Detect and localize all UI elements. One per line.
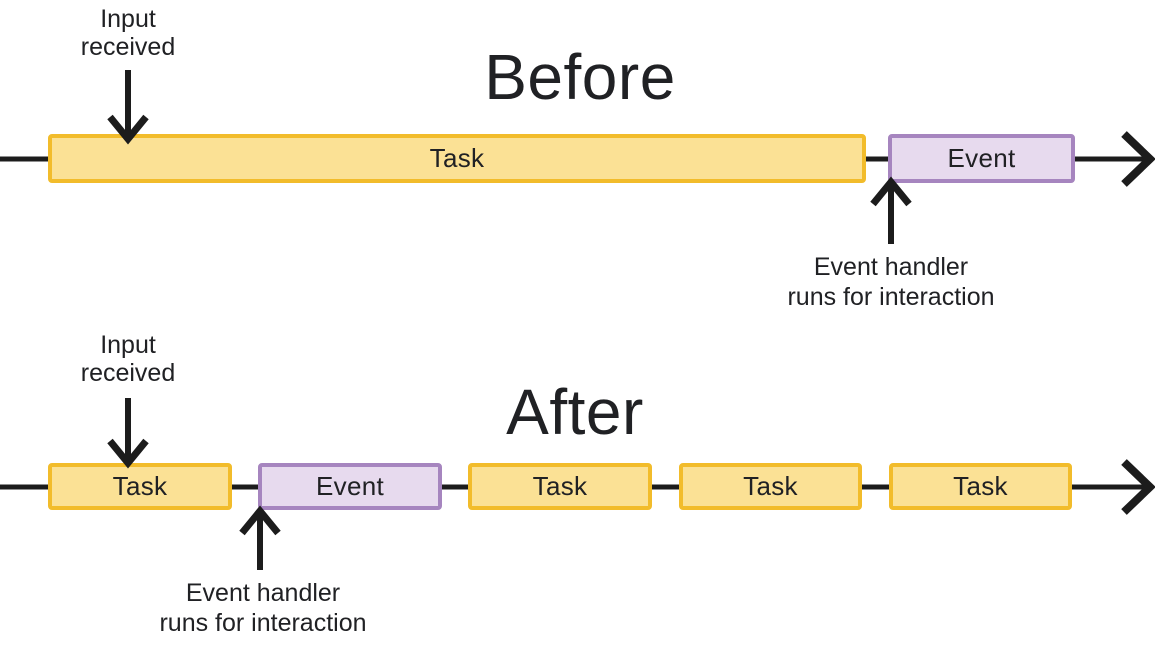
after-input-arrow-down-icon (107, 398, 149, 469)
after-handler-arrow-up-icon (239, 505, 281, 570)
after-input-received-label: Input received (58, 331, 198, 387)
before-event-box: Event (888, 134, 1075, 183)
after-timeline-arrowhead-icon (1121, 459, 1155, 515)
after-task-box-3: Task (679, 463, 862, 510)
before-handler-label-line2: runs for interaction (787, 283, 995, 311)
before-input-label-line1: Input (100, 5, 156, 33)
after-task-box-1: Task (48, 463, 232, 510)
before-event-label: Event (947, 143, 1016, 173)
before-task-box: Task (48, 134, 866, 183)
after-task-2-label: Task (532, 471, 588, 501)
after-handler-label-line2: runs for interaction (159, 609, 367, 637)
before-handler-label-line1: Event handler (813, 253, 969, 281)
after-title: After (506, 376, 644, 448)
before-event-handler-label: Event handler runs for interaction (770, 252, 1012, 312)
before-input-received-label: Input received (58, 5, 198, 61)
after-task-box-4: Task (889, 463, 1072, 510)
after-input-label-line1: Input (100, 331, 156, 359)
before-handler-arrow-up-icon (870, 176, 912, 244)
after-input-label-line2: received (80, 359, 176, 387)
after-event-handler-label: Event handler runs for interaction (142, 578, 384, 638)
after-task-4-label: Task (953, 471, 1008, 501)
after-task-box-2: Task (468, 463, 652, 510)
after-task-3-label: Task (743, 471, 798, 501)
before-task-label: Task (429, 143, 485, 173)
before-title: Before (484, 41, 676, 113)
after-handler-label-line1: Event handler (185, 579, 341, 607)
before-timeline-arrowhead-icon (1121, 131, 1155, 187)
after-event-label: Event (316, 471, 384, 501)
after-event-box: Event (258, 463, 442, 510)
before-input-arrow-down-icon (107, 70, 149, 145)
before-input-label-line2: received (80, 33, 176, 61)
after-task-1-label: Task (112, 471, 168, 501)
